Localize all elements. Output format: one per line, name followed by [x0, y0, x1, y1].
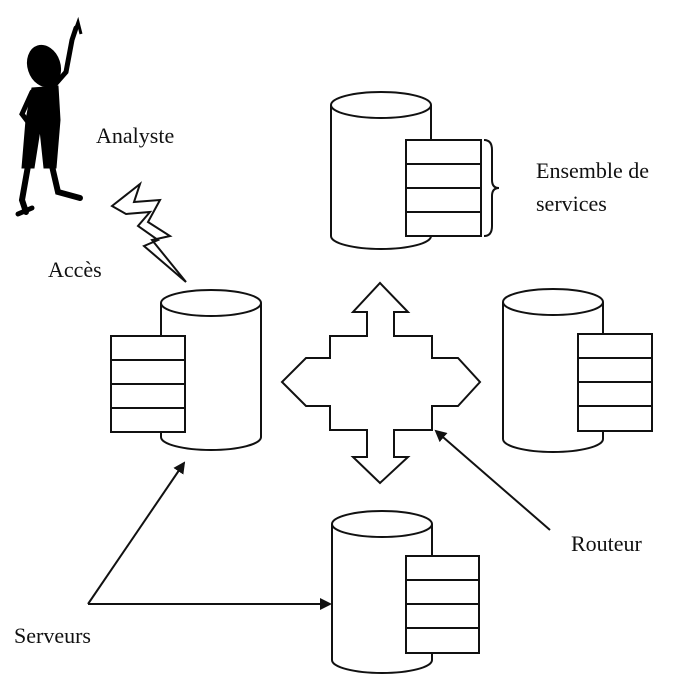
servers-label: Serveurs: [14, 623, 91, 648]
bottom-server-icon: [331, 510, 480, 674]
access-label: Accès: [48, 257, 102, 282]
services-set-label-line-1: Ensemble de: [536, 158, 650, 183]
four-way-arrow-icon: [280, 281, 482, 485]
servers-pointer-arrows: [87, 461, 332, 610]
services-set-label: Ensemble de services: [536, 154, 649, 220]
right-server-icon: [502, 288, 653, 453]
services-set-label-line-2: services: [536, 191, 607, 216]
top-server-icon: [330, 91, 500, 250]
router-pointer-arrow: [434, 429, 551, 531]
router-label: Routeur: [571, 531, 642, 556]
lightning-bolt-icon: [110, 181, 187, 283]
left-server-icon: [110, 289, 262, 451]
analyst-figure-icon: [15, 16, 83, 217]
analyst-label: Analyste: [96, 123, 175, 148]
